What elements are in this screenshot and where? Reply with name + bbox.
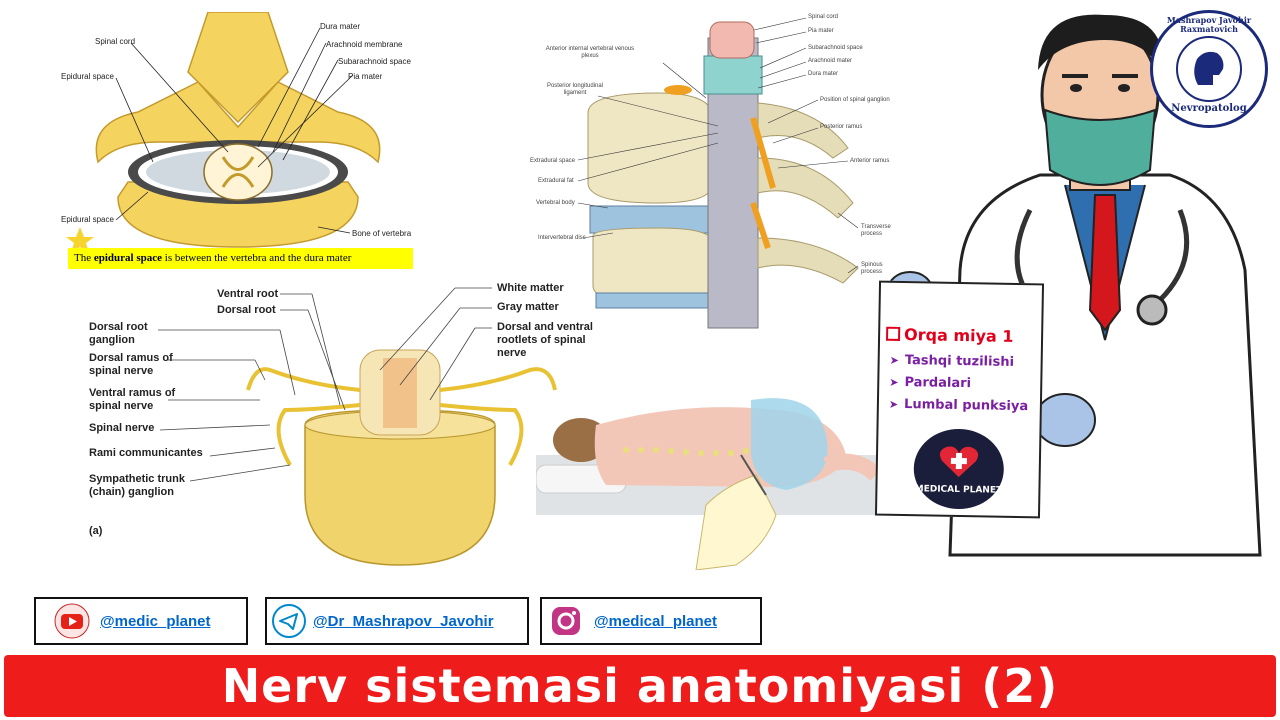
vertebral-column-illustration: [577, 17, 859, 329]
arrow-icon: ➤: [889, 353, 900, 367]
clipboard-item-text: Pardalari: [904, 375, 972, 392]
clipboard-item: ➤ Tashqi tuzilishi: [890, 353, 1015, 370]
patient-lying-illustration: [536, 398, 881, 570]
telegram-handle[interactable]: @Dr_Mashrapov_Javohir: [313, 612, 494, 630]
vc-dura-label: Dura mater: [808, 71, 839, 77]
vc-pia-mater-label: Pia mater: [808, 28, 834, 34]
white-matter-label: White matter: [497, 282, 564, 294]
gray-matter-label: Gray matter: [497, 301, 559, 313]
vertebral-column-diagram: Spinal cord Pia mater Subarachnoid space…: [528, 8, 908, 338]
instagram-handle[interactable]: @medical_planet: [594, 612, 718, 630]
ventral-root-label: Ventral root: [217, 288, 279, 300]
bone-of-vertebra-label: Bone of vertebra: [352, 229, 412, 238]
topic-clipboard: Orqa miya 1 ➤ Tashqi tuzilishi ➤ Pardalari…: [874, 280, 1045, 519]
caption-prefix: The: [74, 252, 92, 264]
vc-venous-plexus-label: Anterior internal vertebral venous plexu…: [545, 46, 635, 59]
youtube-handle[interactable]: @medic_planet: [100, 612, 211, 630]
medical-planet-logo-text: MEDICAL PLANET: [914, 484, 1003, 496]
telegram-icon: [271, 603, 307, 639]
vc-spinous-label: Spinous process: [861, 262, 883, 275]
clipboard-item-text: Tashqi tuzilishi: [904, 353, 1015, 370]
panel-letter-label: (a): [89, 525, 103, 537]
rootlets-label: Dorsal and ventral rootlets of spinal ne…: [497, 321, 593, 359]
dorsal-root-ganglion-label: Dorsal root ganglion: [89, 321, 148, 346]
vc-spinal-cord-label: Spinal cord: [808, 14, 839, 20]
epidural-space-diagram: Spinal cord Dura mater Arachnoid membran…: [58, 12, 418, 274]
arachnoid-membrane-label: Arachnoid membrane: [326, 40, 403, 49]
spinal-nerve-label: Spinal nerve: [89, 422, 155, 434]
clipboard-title: Orqa miya 1: [886, 325, 1014, 346]
lumbar-puncture-illustration: [536, 395, 881, 570]
instagram-link[interactable]: @medical_planet: [540, 597, 762, 645]
cross-section-illustration: [158, 287, 557, 566]
clipboard-item: ➤ Lumbal punksiya: [888, 397, 1029, 415]
vc-extradural-space-label: Extradural space: [530, 158, 576, 164]
vc-subarachnoid-label: Subarachnoid space: [808, 45, 863, 51]
rami-communicantes-label: Rami communicantes: [89, 447, 203, 459]
vc-anterior-ramus-label: Anterior ramus: [850, 158, 890, 164]
telegram-link[interactable]: @Dr_Mashrapov_Javohir: [265, 597, 529, 645]
dorsal-ramus-label: Dorsal ramus of spinal nerve: [89, 352, 173, 377]
logo-ring-text: Mashrapov Javohir Raxmatovich: [1166, 15, 1252, 34]
vc-posterior-ramus-label: Posterior ramus: [820, 124, 863, 130]
clipboard-item: ➤ Pardalari: [889, 375, 971, 391]
medical-planet-logo: MEDICAL PLANET: [913, 428, 1005, 510]
vc-transverse-label: Transverse process: [861, 224, 891, 237]
arrow-icon: ➤: [889, 375, 899, 389]
dorsal-root-label: Dorsal root: [217, 304, 276, 316]
head-profile-icon: [1176, 36, 1242, 102]
spinal-nerve-cross-section-diagram: Ventral root Dorsal root White matter Gr…: [80, 280, 610, 580]
epidural-caption: The epidural space is between the verteb…: [68, 248, 413, 269]
caption-suffix: is between the vertebra and the dura mat…: [164, 252, 352, 264]
clipboard-item-text: Lumbal punksiya: [903, 397, 1029, 415]
checkbox-icon: [886, 326, 901, 341]
vc-ganglion-label: Position of spinal ganglion: [820, 97, 890, 103]
neurologist-logo: Mashrapov Javohir Raxmatovich Nevropatol…: [1150, 10, 1268, 128]
sympathetic-trunk-label: Sympathetic trunk (chain) ganglion: [89, 473, 185, 498]
vc-vertebral-body-label: Vertebral body: [536, 200, 575, 206]
epidural-space-top-label: Epidural space: [61, 72, 114, 81]
spinal-cord-label: Spinal cord: [95, 37, 136, 46]
youtube-icon: [54, 603, 90, 639]
vertebra-cross-section-illustration: [66, 12, 381, 248]
vc-ligament-label: Posterior longitudinal ligament: [546, 83, 604, 96]
heart-logo-icon: [939, 446, 979, 477]
vc-extradural-fat-label: Extradural fat: [538, 178, 574, 184]
epidural-space-bottom-label: Epidural space: [61, 215, 114, 224]
caption-bold: epidural space: [93, 252, 163, 264]
subarachnoid-space-label: Subarachnoid space: [338, 57, 411, 66]
clipboard-title-text: Orqa miya 1: [903, 325, 1014, 346]
ventral-ramus-label: Ventral ramus of spinal nerve: [89, 387, 176, 412]
dura-mater-label: Dura mater: [320, 22, 361, 31]
title-banner: Nerv sistemasi anatomiyasi (2): [4, 655, 1276, 717]
instagram-icon: [548, 603, 584, 639]
pia-mater-label: Pia mater: [348, 72, 383, 81]
banner-title: Nerv sistemasi anatomiyasi (2): [221, 659, 1059, 713]
vc-arachnoid-label: Arachnoid mater: [808, 58, 853, 64]
vc-disc-label: Intervertebral disc: [538, 235, 586, 241]
youtube-link[interactable]: @medic_planet: [34, 597, 248, 645]
logo-bottom-text: Nevropatolog: [1171, 103, 1247, 114]
arrow-icon: ➤: [888, 397, 899, 411]
